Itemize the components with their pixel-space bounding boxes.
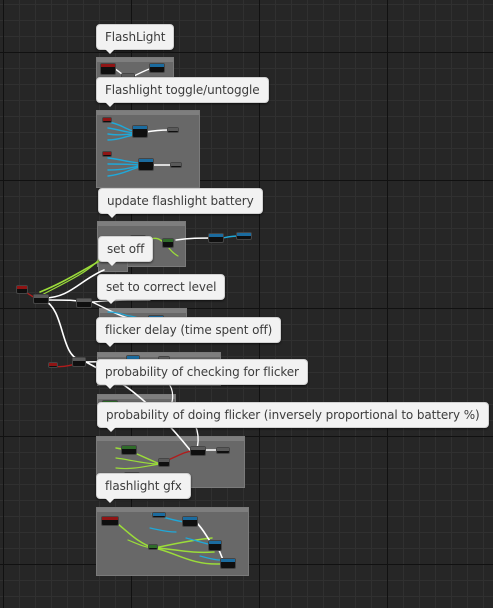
node-random-bool[interactable] (48, 362, 58, 368)
node-event-on[interactable] (102, 117, 112, 123)
node-gfx-color[interactable] (220, 558, 236, 569)
node-set-visibility[interactable] (149, 63, 165, 73)
comment-check-flicker[interactable]: probability of checking for flicker (96, 359, 308, 389)
node-gfx-lerp[interactable] (148, 544, 158, 550)
comment-flashlight-gfx[interactable]: flashlight gfx (96, 473, 191, 503)
comment-flicker-delay[interactable]: flicker delay (time spent off) (96, 317, 282, 347)
float-wire (39, 257, 101, 297)
node-flicker-branch[interactable] (190, 446, 206, 456)
node-toggle-on-out[interactable] (167, 127, 179, 133)
exec-wire (91, 299, 151, 303)
node-sequence[interactable] (76, 298, 92, 308)
node-branch[interactable] (33, 294, 49, 304)
node-battery-math[interactable] (162, 238, 174, 248)
node-gfx-intensity[interactable] (208, 540, 222, 551)
comment-set-off[interactable]: set off (98, 236, 154, 266)
node-gfx-event[interactable] (101, 516, 119, 526)
comment-set-correct-level[interactable]: set to correct level (97, 274, 226, 304)
node-battery-set[interactable] (208, 233, 224, 243)
node-flicker-out[interactable] (216, 447, 230, 454)
node-toggle-on[interactable] (132, 125, 148, 138)
node-gfx-getter[interactable] (152, 512, 166, 518)
node-toggle-off[interactable] (138, 158, 154, 171)
comment-do-flicker[interactable]: probability of doing flicker (inversely … (97, 402, 489, 432)
comment-update-battery[interactable]: update flashlight battery (98, 188, 263, 218)
node-gfx-light[interactable] (182, 516, 198, 527)
node-gate[interactable] (72, 357, 86, 367)
node-input-key[interactable] (100, 63, 116, 75)
comment-flashlight-toggle[interactable]: Flashlight toggle/untoggle (96, 77, 269, 107)
exec-wire (43, 269, 105, 299)
node-toggle-off-out[interactable] (170, 162, 182, 168)
exec-wire (43, 299, 81, 361)
comment-flashlight[interactable]: FlashLight (96, 24, 175, 54)
node-battery-target[interactable] (236, 232, 252, 240)
node-tick-event[interactable] (16, 285, 28, 294)
node-flicker-var-a[interactable] (121, 445, 137, 455)
node-event-off[interactable] (102, 151, 112, 157)
node-flicker-math[interactable] (158, 458, 170, 467)
